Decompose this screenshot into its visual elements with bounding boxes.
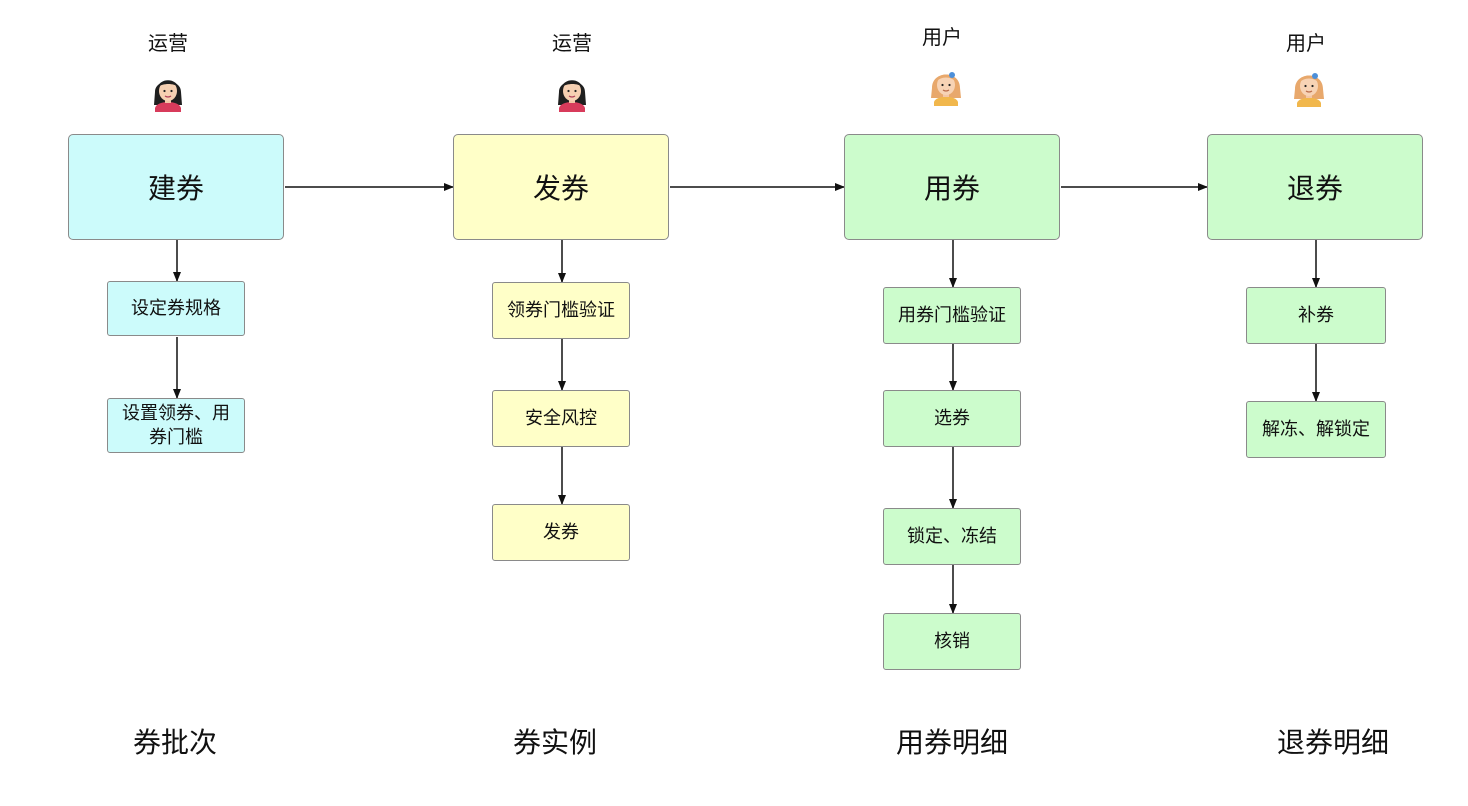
operator-avatar-icon: [147, 70, 189, 112]
stage-node-refund: 退券: [1207, 134, 1423, 240]
step-label: 设定券规格: [131, 297, 221, 319]
operator-avatar-icon: [551, 70, 593, 112]
step-label: 解冻、解锁定: [1262, 418, 1370, 440]
stage-node-use: 用券: [844, 134, 1060, 240]
stage-label: 退券: [1286, 172, 1343, 205]
step-label: 锁定、冻结: [907, 525, 997, 547]
stage-node-instance: 发券: [453, 134, 669, 240]
step-node-refund-2: 解冻、解锁定: [1246, 401, 1386, 458]
step-node-instance-1: 领券门槛验证: [492, 282, 630, 339]
footer-label-use: 用券明细: [895, 726, 1008, 759]
stage-label: 发券: [532, 172, 589, 205]
step-label: 设置领券、用券门槛: [122, 402, 230, 448]
role-label-use: 用户: [922, 25, 962, 49]
step-node-use-1: 用券门槛验证: [883, 287, 1021, 344]
role-label-refund: 用户: [1286, 31, 1326, 55]
role-label-instance: 运营: [552, 31, 592, 55]
step-node-instance-2: 安全风控: [492, 390, 630, 447]
role-label-batch: 运营: [148, 31, 188, 55]
step-node-refund-1: 补券: [1246, 287, 1386, 344]
step-label: 补券: [1298, 304, 1334, 326]
footer-label-refund: 退券明细: [1276, 726, 1389, 759]
step-node-use-2: 选券: [883, 390, 1021, 447]
stage-label: 建券: [147, 172, 204, 205]
footer-label-batch: 券批次: [132, 726, 217, 759]
footer-label-instance: 券实例: [512, 726, 597, 759]
step-node-use-4: 核销: [883, 613, 1021, 670]
step-node-batch-2: 设置领券、用券门槛: [107, 398, 245, 453]
user-avatar-icon: [1288, 65, 1330, 107]
step-node-instance-3: 发券: [492, 504, 630, 561]
step-label: 领券门槛验证: [507, 299, 615, 321]
step-node-batch-1: 设定券规格: [107, 281, 245, 336]
step-label: 用券门槛验证: [898, 304, 1006, 326]
step-node-use-3: 锁定、冻结: [883, 508, 1021, 565]
stage-label: 用券: [923, 172, 980, 205]
step-label: 选券: [934, 407, 970, 429]
step-label: 核销: [934, 630, 970, 652]
step-label: 安全风控: [525, 407, 597, 429]
stage-node-batch: 建券: [68, 134, 284, 240]
user-avatar-icon: [925, 64, 967, 106]
step-label: 发券: [543, 521, 579, 543]
